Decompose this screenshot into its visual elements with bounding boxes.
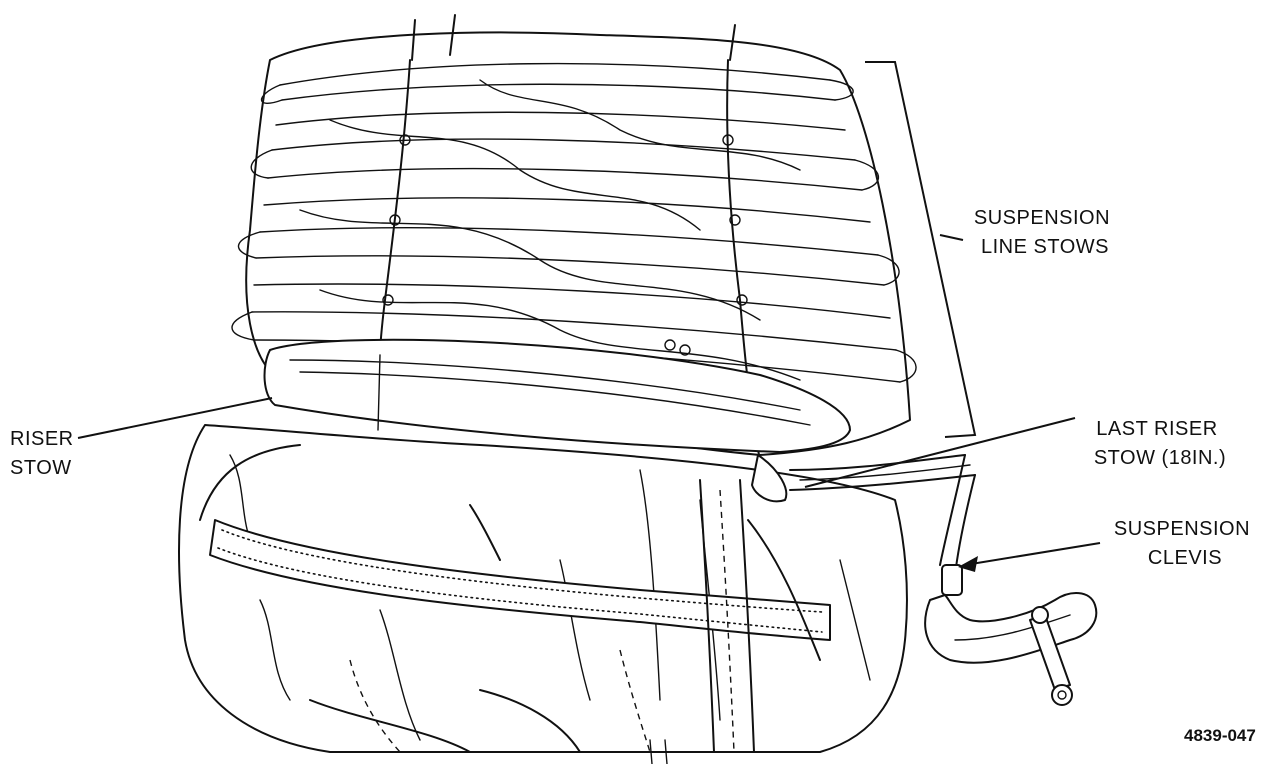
last-riser-stow-label: LAST RISER STOW (18IN.) xyxy=(1094,418,1226,469)
suspension-clevis-label-line1: SUSPENSION xyxy=(1114,518,1250,540)
suspension-line-stows-label-line2: LINE STOWS xyxy=(981,236,1109,258)
suspension-clevis-leader xyxy=(965,543,1100,565)
suspension-clevis-label: SUSPENSION CLEVIS xyxy=(1114,518,1256,569)
suspension-clevis-illustration xyxy=(925,455,1096,705)
figure-number: 4839-047 xyxy=(1184,726,1256,745)
suspension-line-stows-label: SUSPENSION LINE STOWS xyxy=(974,207,1116,258)
suspension-line-stows-label-line1: SUSPENSION xyxy=(974,207,1110,229)
last-riser-stow-label-line2: STOW (18IN.) xyxy=(1094,447,1226,469)
deployment-bag xyxy=(179,425,907,764)
riser-stow-label: RISER STOW xyxy=(10,428,80,479)
riser-stow-label-line1: RISER xyxy=(10,428,74,450)
suspension-clevis-label-line2: CLEVIS xyxy=(1148,547,1222,569)
last-riser-stow-label-line1: LAST RISER xyxy=(1096,418,1217,440)
riser-stow-label-line2: STOW xyxy=(10,457,72,479)
